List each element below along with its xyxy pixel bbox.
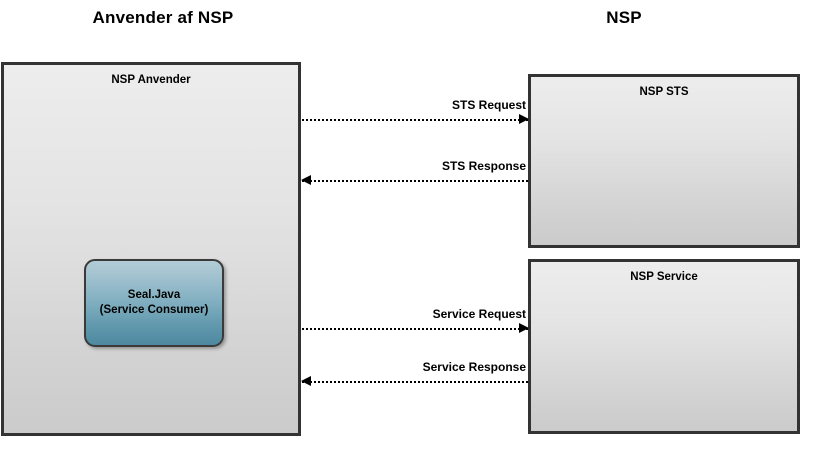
container-label-nsp-service: NSP Service [630,271,698,283]
arrowhead-left-icon [301,376,311,386]
flow-sts-response[interactable]: STS Response [301,159,528,185]
flow-service-response[interactable]: Service Response [301,360,528,386]
flow-label-service-response: Service Response [422,360,526,374]
container-label-nsp-anvender: NSP Anvender [111,74,191,86]
flow-label-service-request: Service Request [432,307,526,321]
flow-label-sts-response: STS Response [441,159,526,173]
container-label-nsp-sts: NSP STS [639,86,689,98]
flow-service-request[interactable]: Service Request [302,307,529,333]
flow-line [302,119,528,121]
column-title-consumer-side: Anvender af NSP [92,8,234,27]
column-title-provider-side: NSP [606,8,642,27]
flow-line [302,180,528,182]
container-nsp-sts[interactable]: NSP STS Seal.Java (STS) [528,74,800,248]
component-seal-java-service-consumer[interactable]: Seal.Java (Service Consumer) [84,259,224,347]
arrowhead-right-icon [519,323,529,333]
container-nsp-anvender[interactable]: NSP Anvender Seal.Java (Service Consumer… [1,62,301,436]
flow-line [302,381,528,383]
flow-sts-request[interactable]: STS Request [302,98,529,124]
arrowhead-right-icon [519,114,529,124]
container-nsp-service[interactable]: NSP Service Seal.Java (Service Provider) [528,259,800,434]
component-title-line2: (Service Consumer) [99,304,209,316]
component-title-line1: Seal.Java [127,288,181,301]
flow-line [302,328,528,330]
flow-label-sts-request: STS Request [451,98,526,112]
arrowhead-left-icon [301,175,311,185]
